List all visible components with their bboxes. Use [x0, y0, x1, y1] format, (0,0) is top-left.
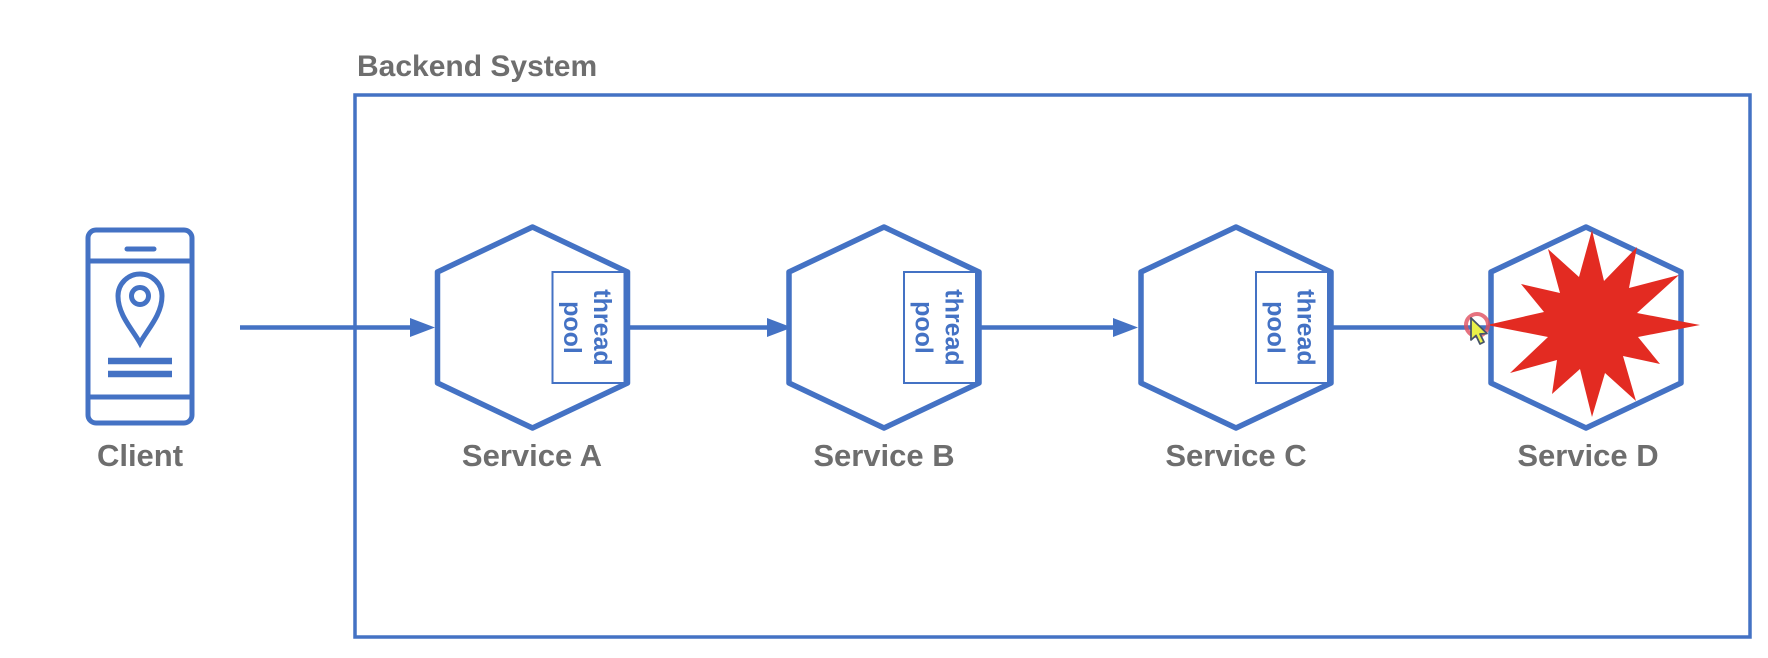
connector-client-to-service-a: [240, 318, 435, 337]
service-c-label: Service C: [1165, 438, 1306, 473]
thread-pool-label-line2: pool: [558, 301, 586, 354]
cursor-icon: [1464, 312, 1490, 345]
cursor-pointer-icon: [1470, 317, 1488, 345]
service-b-thread-pool-label: thread pool: [910, 289, 968, 365]
client-label: Client: [97, 438, 183, 473]
service-b-label: Service B: [813, 438, 954, 473]
arrowhead-icon: [767, 318, 792, 337]
service-a-thread-pool-label: thread pool: [558, 289, 616, 365]
thread-pool-label-line1: thread: [940, 289, 968, 365]
client-icon: [85, 227, 195, 426]
service-b-node: thread pool Service B: [786, 224, 982, 473]
service-d-node: Service D: [1487, 224, 1700, 473]
service-c-thread-pool-label: thread pool: [1262, 289, 1320, 365]
arrowhead-icon: [410, 318, 435, 337]
backend-system-title: Backend System: [357, 50, 597, 83]
service-a-label: Service A: [462, 438, 602, 473]
service-c-node: thread pool Service C: [1138, 224, 1334, 473]
service-a-node: thread pool Service A: [434, 224, 631, 473]
service-b-thread-pool-box: [903, 271, 977, 384]
explosion-icon: [1487, 230, 1700, 417]
thread-pool-label-line1: thread: [1292, 289, 1320, 365]
location-pin-icon: [115, 271, 165, 349]
thread-pool-label-line2: pool: [910, 301, 938, 354]
location-pin-dot: [129, 285, 151, 307]
service-d-label: Service D: [1517, 438, 1658, 473]
phone-body: [85, 227, 195, 426]
thread-pool-label-line2: pool: [1262, 301, 1290, 354]
thread-pool-label-line1: thread: [588, 289, 616, 365]
connector-service-b-to-c: [979, 318, 1138, 337]
arrowhead-icon: [1113, 318, 1138, 337]
service-a-thread-pool-box: [551, 271, 626, 384]
backend-system-box: [353, 93, 1752, 639]
connector-service-a-to-b: [627, 318, 792, 337]
service-c-thread-pool-box: [1255, 271, 1329, 384]
